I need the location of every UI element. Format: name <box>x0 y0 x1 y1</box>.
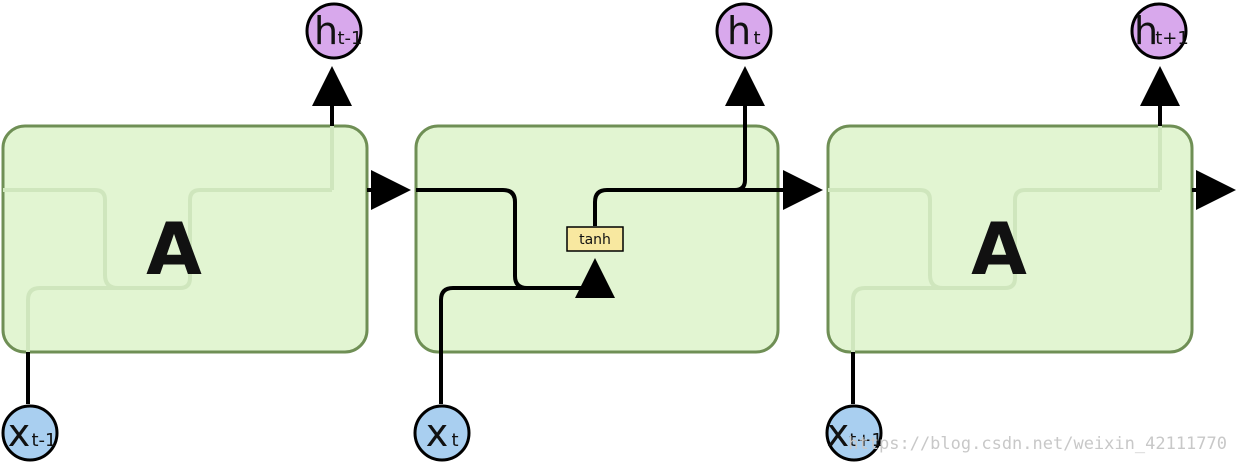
input-label-sub: t+1 <box>849 430 883 451</box>
rnn-cell-right: A <box>826 124 1194 354</box>
input-label-main: x <box>8 411 31 455</box>
input-label-sub: t <box>451 430 458 451</box>
output-label-sub: t+1 <box>1155 28 1189 49</box>
input-label-sub: t-1 <box>31 430 56 451</box>
input-label-main: x <box>426 411 449 455</box>
svg-text:x: x <box>8 411 31 455</box>
input-node-x-t: x t <box>413 404 471 462</box>
output-label-main: h <box>727 9 751 53</box>
watermark-url: https://blog.csdn.net/weixin_42111770 <box>848 434 1227 454</box>
output-label-sub: t-1 <box>337 28 362 49</box>
output-node-h-t-minus-1: h t-1 <box>305 2 363 60</box>
svg-text:x: x <box>426 411 449 455</box>
input-node-x-t-minus-1: x t-1 <box>1 404 59 462</box>
cell-label-right: A <box>971 207 1027 291</box>
output-node-h-t-plus-1: h t+1 <box>1130 2 1189 60</box>
input-node-x-t-plus-1: x t+1 <box>825 404 883 462</box>
svg-text:h: h <box>727 9 751 53</box>
ghost-wire-left-b <box>26 188 332 352</box>
tanh-activation: tanh <box>566 226 624 252</box>
ghost-wire-right-b <box>851 188 1160 352</box>
svg-text:h: h <box>314 9 338 53</box>
cell-label-left: A <box>146 207 202 291</box>
svg-text:h: h <box>1134 9 1158 53</box>
input-label-main: x <box>827 411 850 455</box>
output-label-main: h <box>314 9 338 53</box>
tanh-output-wire <box>593 66 765 226</box>
input-wire-middle <box>439 286 527 404</box>
output-node-h-t: h t <box>715 2 773 60</box>
output-label-main: h <box>1134 9 1158 53</box>
svg-text:x: x <box>827 411 850 455</box>
rnn-cell-left: A <box>1 124 369 354</box>
tanh-label: tanh <box>579 232 611 248</box>
output-label-sub: t <box>753 28 760 49</box>
